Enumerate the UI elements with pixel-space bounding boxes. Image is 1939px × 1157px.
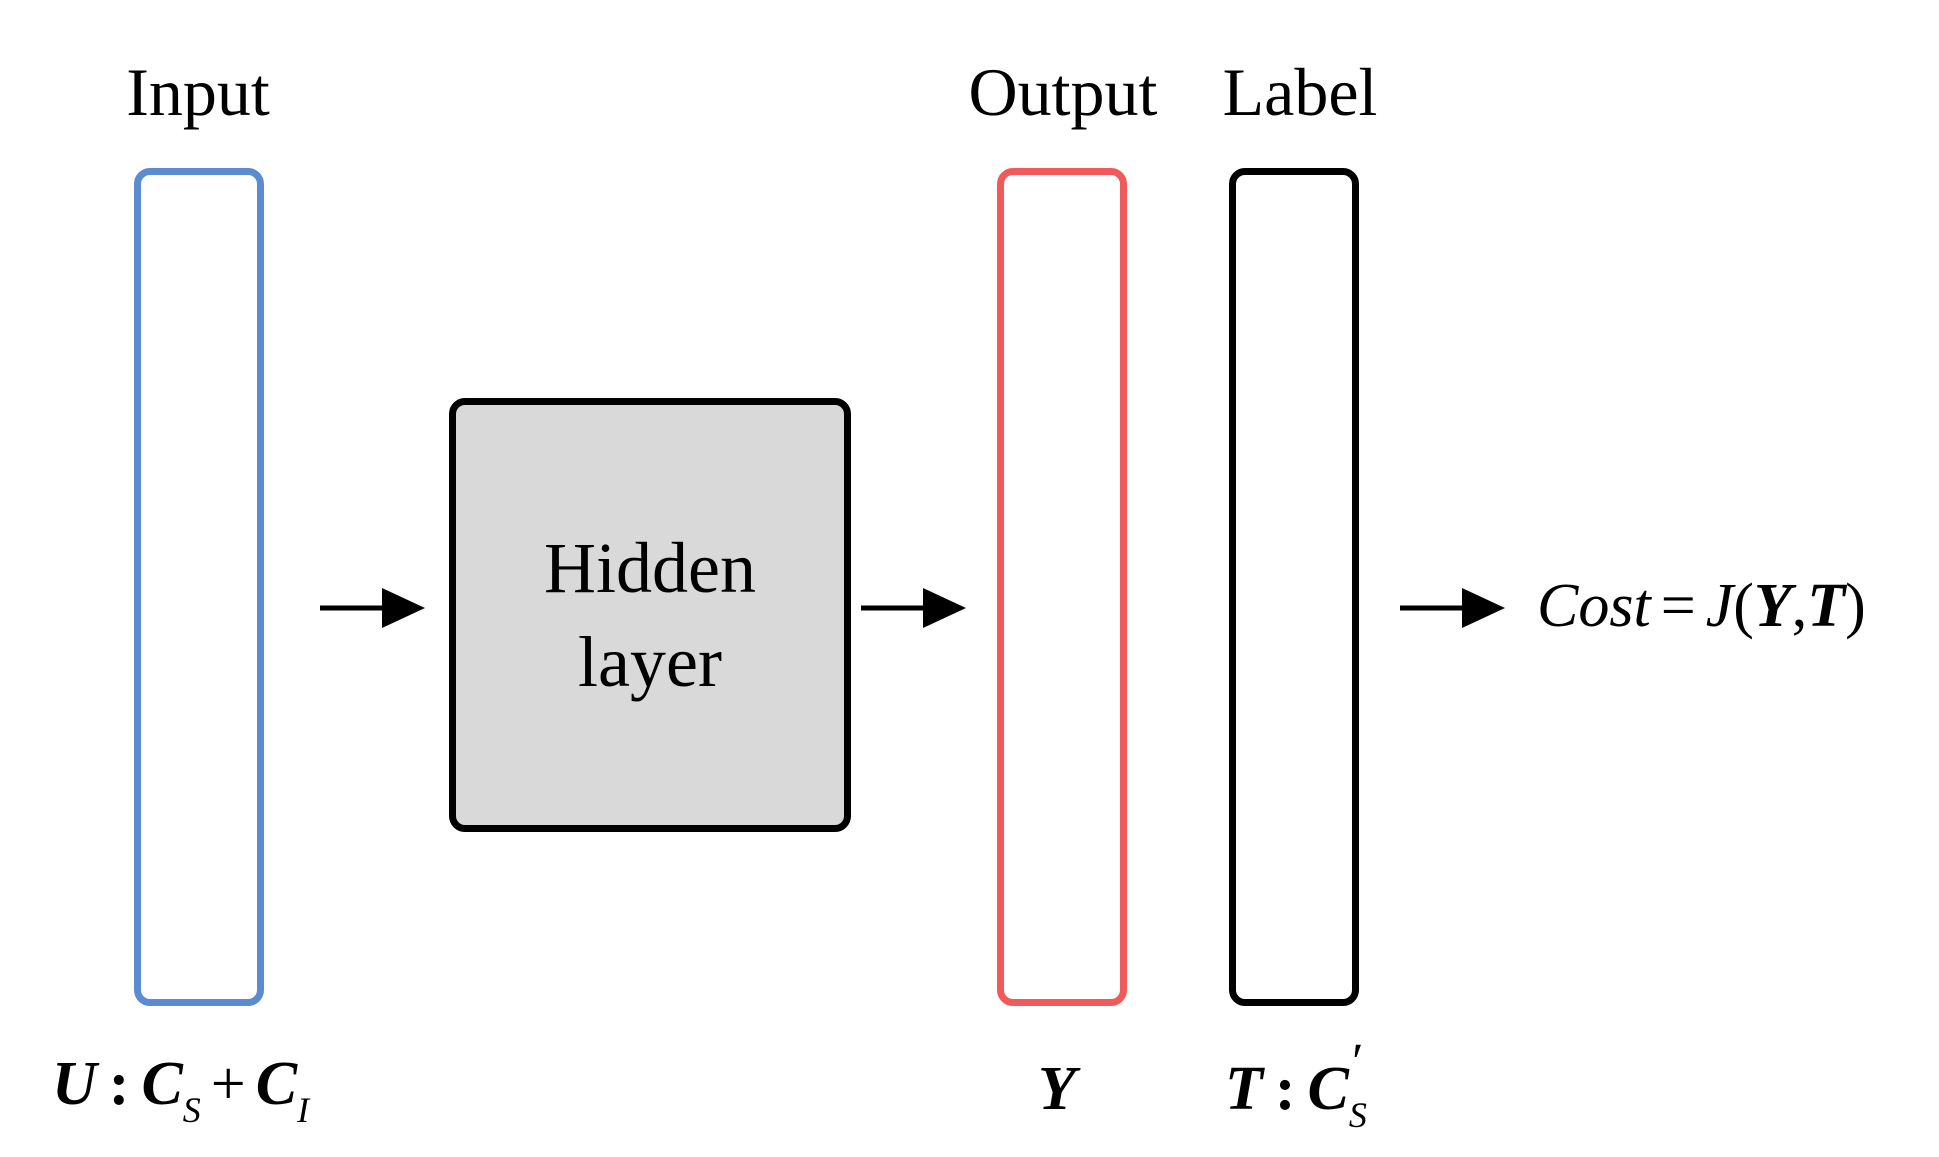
input-term-c-s: C (141, 1050, 183, 1118)
cost-formula: Cost=J(Y,T) (1537, 575, 1866, 637)
cost-comma: , (1791, 572, 1808, 640)
label-term-c: C (1307, 1055, 1349, 1123)
label-colon: : (1274, 1055, 1296, 1123)
output-var-y: Y (1038, 1055, 1076, 1123)
hidden-layer-label-line1: Hidden (544, 528, 756, 608)
label-var-t: T (1225, 1055, 1263, 1123)
output-formula: Y (1038, 1058, 1076, 1120)
hidden-to-output-arrow (861, 588, 966, 628)
cost-equals: = (1660, 572, 1696, 640)
cost-arg-t: T (1807, 572, 1846, 640)
input-title: Input (126, 54, 270, 130)
cost-arg-y: Y (1753, 572, 1792, 640)
input-plus: + (210, 1050, 246, 1118)
label-sub-s: S (1348, 1095, 1367, 1135)
input-formula: U:CS+CI (52, 1050, 309, 1128)
label-prime: ′ (1348, 1034, 1361, 1091)
input-layer-box (134, 168, 264, 1006)
input-colon: : (108, 1050, 130, 1118)
label-title: Label (1222, 54, 1378, 130)
label-to-cost-arrow (1400, 588, 1505, 628)
hidden-layer-label-line2: layer (578, 622, 722, 702)
output-title: Output (968, 54, 1158, 130)
hidden-layer-box: Hidden layer (449, 398, 851, 832)
output-layer-box (997, 168, 1127, 1006)
cost-close-paren: ) (1845, 572, 1866, 640)
cost-func: J (1705, 572, 1734, 640)
input-sub-i: I (297, 1090, 310, 1130)
label-formula: T:CS′ (1225, 1037, 1378, 1134)
input-to-hidden-arrow (320, 588, 425, 628)
label-vector-box (1229, 168, 1359, 1006)
input-term-c-i: C (255, 1050, 298, 1118)
cost-open-paren: ( (1733, 572, 1754, 640)
input-var-u: U (52, 1050, 97, 1118)
input-sub-s: S (182, 1090, 201, 1130)
cost-name: Cost (1537, 572, 1651, 640)
